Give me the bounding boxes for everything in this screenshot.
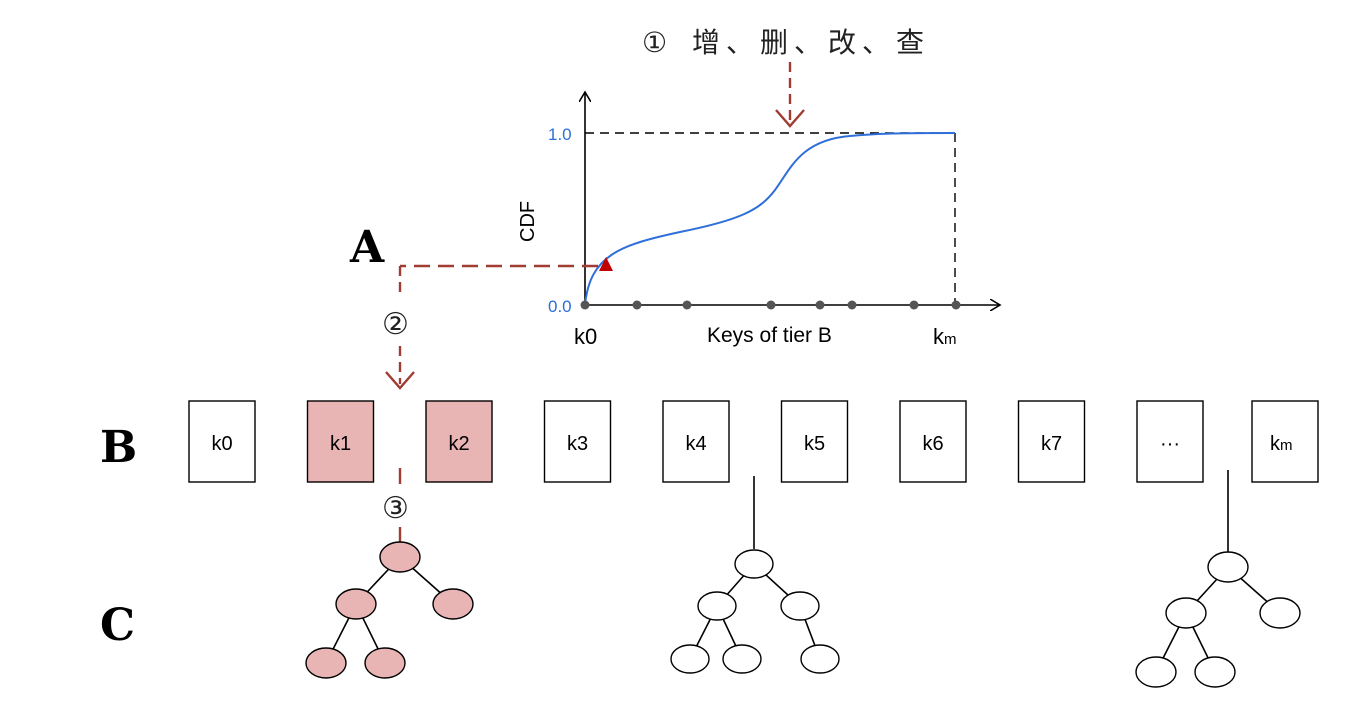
key-box[interactable] [306,400,375,483]
tier-a-label: A [349,222,385,273]
key-box[interactable] [1136,400,1204,483]
x-axis-label: Keys of tier B [707,324,832,347]
step-2-circle: ② [382,307,409,342]
tree-node[interactable] [379,541,421,573]
key-label: k7 [1041,433,1062,455]
cdf-curve [584,132,956,306]
key-label: k0 [211,433,232,455]
tree-node[interactable] [670,644,710,674]
key-point [951,300,961,310]
key-label: k6 [922,433,943,455]
tree-ellipsis [1135,470,1301,688]
lookup-arrow-head [385,371,415,390]
tree-node[interactable] [1207,551,1249,583]
key-label: k5 [804,433,825,455]
key-box-km[interactable] [1251,400,1319,483]
x-axis-right-label: km [933,324,957,349]
key-point [847,300,857,310]
key-point [909,300,919,310]
key-box[interactable] [188,400,256,483]
key-box[interactable] [425,400,493,483]
tree-node[interactable] [697,591,737,621]
key-box[interactable] [1017,400,1086,483]
tree-node[interactable] [335,588,377,620]
tree-node[interactable] [734,549,774,579]
tree-node[interactable] [305,647,347,679]
key-label: k3 [567,433,588,455]
key-label: k1 [330,433,351,455]
key-label: k2 [448,433,469,455]
key-label: ··· [1160,433,1180,455]
tree-node[interactable] [780,591,820,621]
y-axis-label: CDF [517,201,539,242]
x-axis-left-label: k0 [574,324,597,349]
tree-node[interactable] [722,644,762,674]
key-box[interactable] [780,400,849,483]
key-label: k4 [685,433,706,455]
key-point [815,300,825,310]
lookup-marker [599,257,613,271]
y-tick-top: 1.0 [548,125,572,144]
tree-node[interactable] [1135,656,1177,688]
key-point [766,300,776,310]
tier-b-label: B [100,422,137,473]
tree-node[interactable] [432,588,474,620]
tree-node[interactable] [1165,597,1207,629]
key-point [682,300,692,310]
x-axis-key-points [580,300,961,310]
operation-label: 增、删、改、查 [692,26,930,59]
key-point [580,300,590,310]
key-box[interactable] [899,400,967,483]
tree-highlighted [305,541,474,679]
step-3-circle: ③ [382,491,409,526]
key-label-km: km [1270,433,1293,455]
tree-node[interactable] [800,644,840,674]
key-box[interactable] [662,400,730,483]
operation-arrow-head [775,109,805,128]
tree-k5 [670,476,840,674]
tree-node[interactable] [1259,597,1301,629]
key-point [632,300,642,310]
key-box[interactable] [543,400,612,483]
tier-c-label: C [100,600,135,651]
tier-b-key-row: k0 k1 k2 k3 k4 k5 k6 k7 ··· [188,400,1204,483]
y-tick-bottom: 0.0 [548,297,572,316]
tree-node[interactable] [1194,656,1236,688]
operation-circle: ① [642,26,667,59]
tree-node[interactable] [364,647,406,679]
